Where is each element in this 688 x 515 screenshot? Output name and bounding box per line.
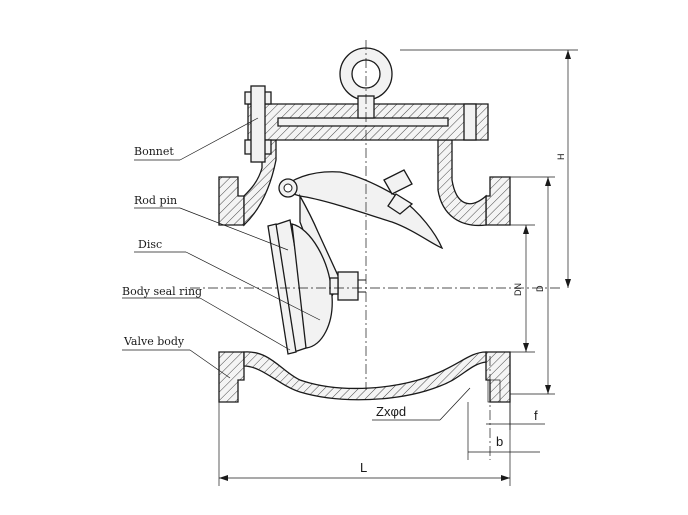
- dimension-f: f: [534, 408, 538, 423]
- dimension-lines: [218, 49, 578, 486]
- body-seal-ring: [267, 223, 297, 355]
- dimension-d: D: [535, 285, 545, 292]
- label-body-seal-ring: Body seal ring: [122, 285, 202, 298]
- bonnet: [244, 47, 489, 163]
- label-rod-pin: Rod pin: [134, 194, 177, 207]
- disc-assembly: [271, 169, 444, 353]
- dimension-b: b: [496, 434, 503, 449]
- label-bonnet: Bonnet: [134, 145, 174, 158]
- dimension-zxd: Zxφd: [376, 404, 406, 419]
- dimension-dn: DN: [513, 283, 523, 296]
- label-valve-body: Valve body: [123, 335, 185, 348]
- leader-lines: [122, 117, 321, 379]
- center-lines: [190, 40, 560, 460]
- label-disc: Disc: [138, 238, 162, 251]
- dimension-l: L: [360, 460, 367, 475]
- dimension-h: H: [556, 154, 566, 161]
